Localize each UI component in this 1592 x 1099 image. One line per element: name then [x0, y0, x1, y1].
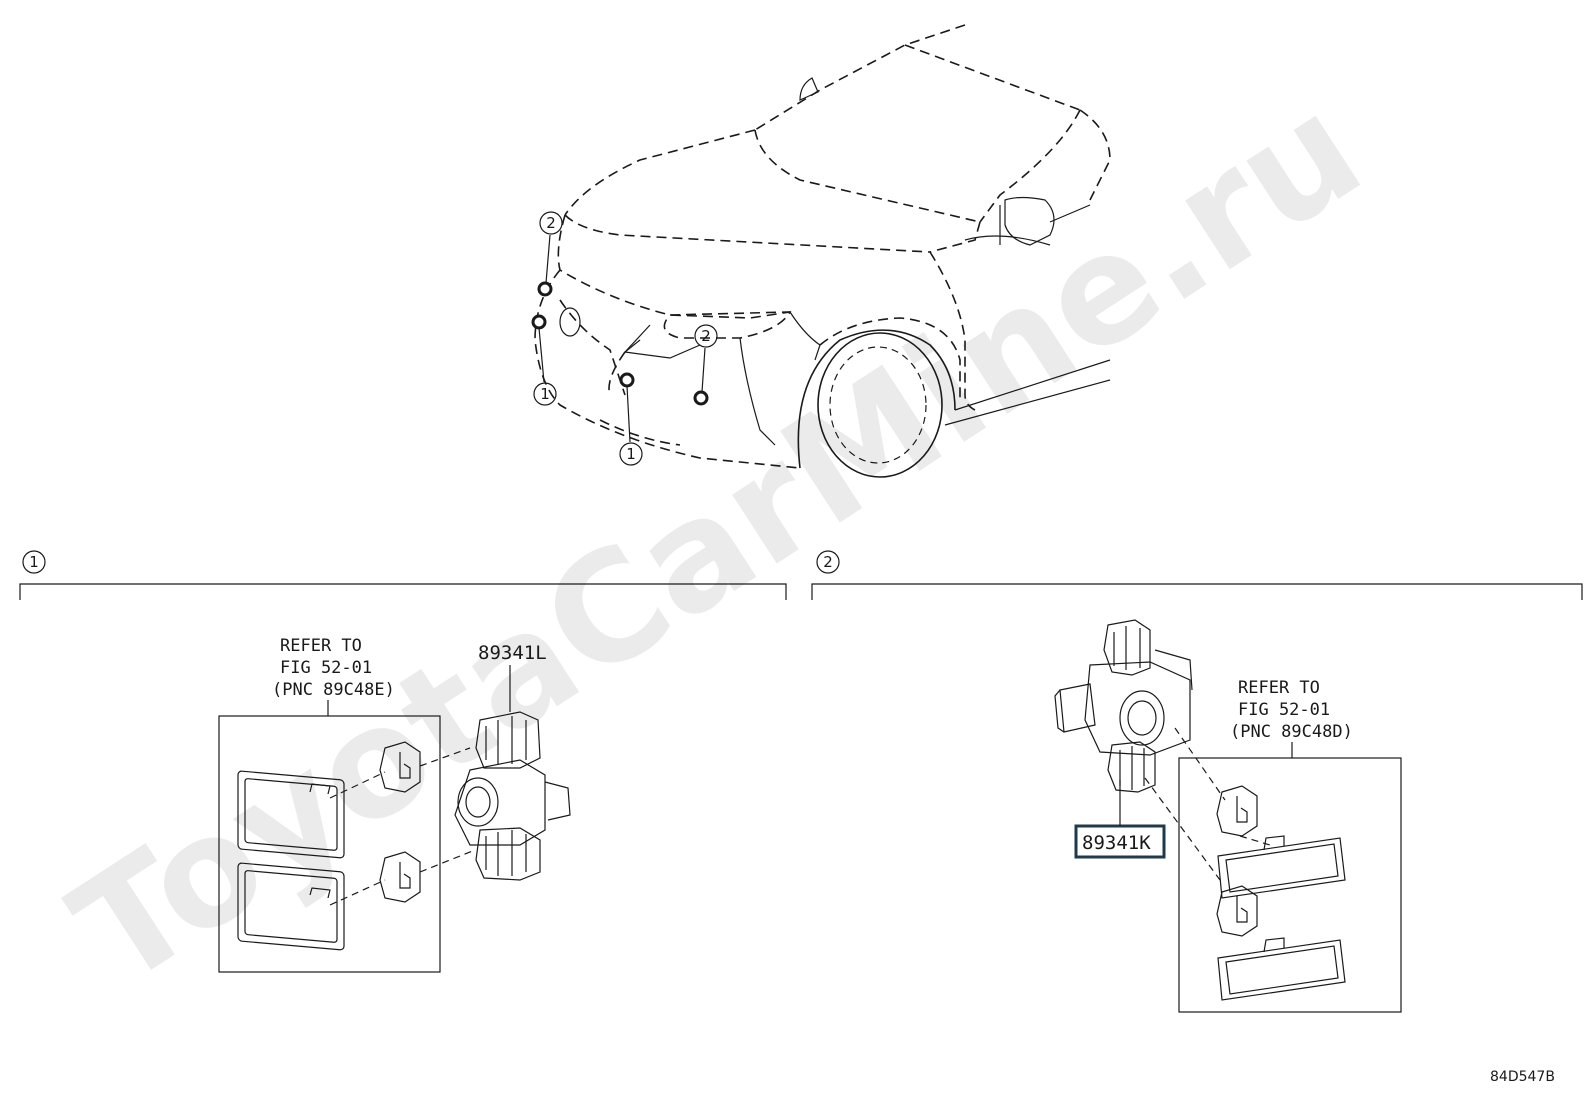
group-2-retainer-lower — [1216, 885, 1258, 937]
drawing-id: 84D547B — [1490, 1069, 1555, 1085]
group-1-retainer-lower — [379, 851, 421, 903]
group-2-cover-lower — [1217, 937, 1346, 1001]
sensor-marker-center — [693, 390, 709, 406]
group-1-refer-line2: FIG 52-01 — [280, 658, 372, 678]
group-1-sensor — [454, 711, 571, 881]
group-2: 2 89341K REFER TO FIG 52-01 (PNC 89C48D) — [811, 550, 1583, 1013]
group-1-refer-line3: (PNC 89C48E) — [272, 680, 395, 700]
callout-number: 2 — [546, 214, 556, 232]
group-2-refer-line2: FIG 52-01 — [1238, 700, 1330, 720]
car-callouts: 2 1 2 1 — [533, 211, 718, 466]
group-2-retainer-upper — [1216, 785, 1258, 837]
sensor-marker-upper-left — [537, 281, 553, 297]
sensor-markers — [531, 281, 709, 406]
group-1-refer-line1: REFER TO — [280, 636, 362, 656]
car-outline — [534, 24, 1111, 478]
group-1: 1 REFER TO FIG 52-01 (PNC 89C48E) — [19, 550, 787, 973]
group-1-refer-box — [218, 715, 441, 973]
callout-number: 1 — [540, 385, 550, 403]
group-2-part-number: 89341K — [1082, 832, 1151, 854]
callout-number: 1 — [626, 445, 636, 463]
group-1-cover-upper — [237, 770, 345, 859]
group-1-cover-lower — [237, 862, 345, 951]
group-2-sensor — [1054, 619, 1193, 793]
sensor-marker-center-left — [619, 372, 635, 388]
group-2-refer-line1: REFER TO — [1238, 678, 1320, 698]
group-2-number: 2 — [823, 553, 833, 571]
group-1-part-number: 89341L — [478, 642, 547, 664]
sensor-marker-left — [531, 314, 547, 330]
group-2-refer-box — [1178, 757, 1402, 1013]
callout-number: 2 — [701, 327, 711, 345]
watermark-text: ToyotaCarMine.ru — [45, 62, 1391, 1020]
group-1-number: 1 — [29, 553, 39, 571]
group-2-refer-line3: (PNC 89C48D) — [1230, 722, 1353, 742]
group-1-retainer-upper — [379, 741, 421, 793]
group-2-cover-upper — [1217, 835, 1346, 899]
